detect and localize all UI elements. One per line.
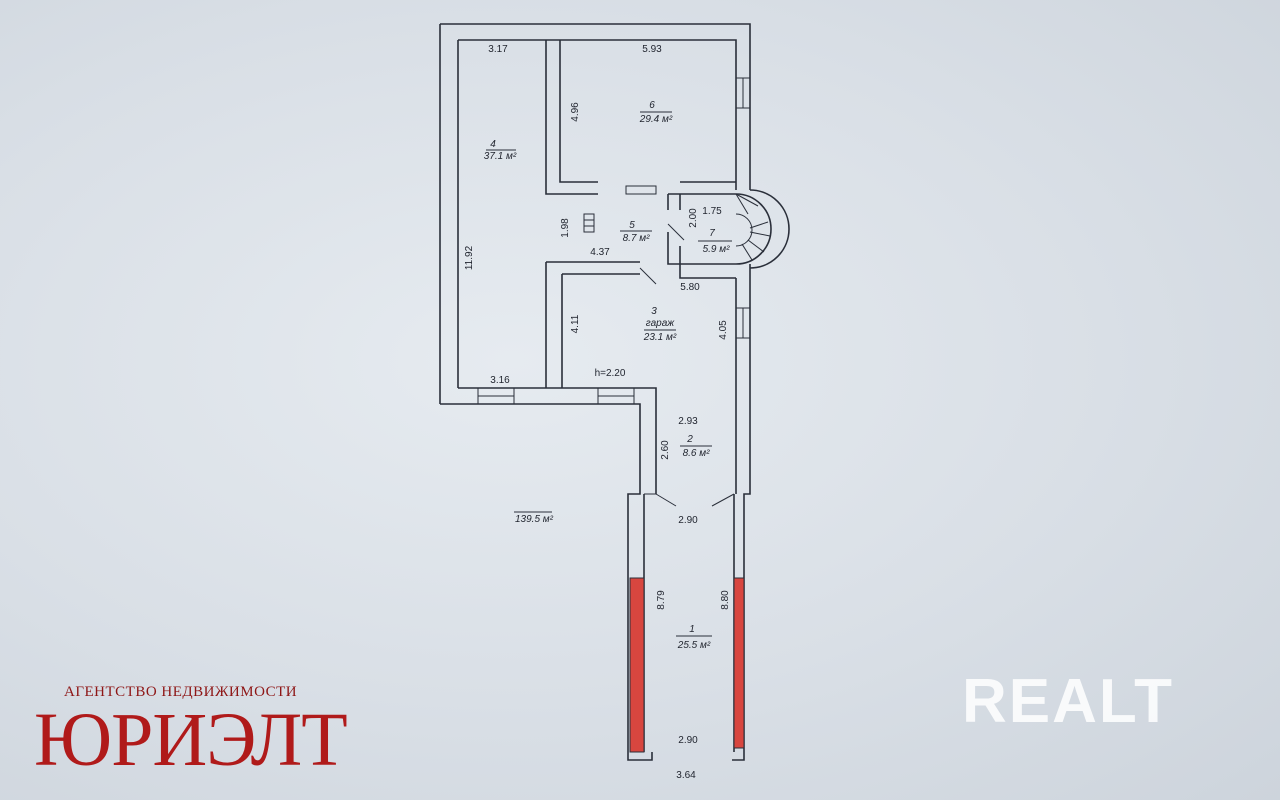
dim-4-05: 4.05	[718, 320, 729, 340]
dim-1-75: 1.75	[702, 206, 722, 217]
agency-subtitle: АГЕНТСТВО НЕДВИЖИМОСТИ	[64, 684, 298, 700]
dim-4-96: 4.96	[570, 102, 581, 122]
room-4-area: 37.1 м²	[484, 151, 517, 162]
room-2-number: 2	[686, 434, 693, 445]
stair-tower	[735, 189, 790, 269]
dimension-labels: 3.17 5.93 4.96 11.92 1.98 4.37 2.00 1.75…	[464, 44, 731, 781]
dim-2-90-top: 2.90	[678, 515, 698, 526]
dim-2-93: 2.93	[678, 416, 698, 427]
room-7-number: 7	[709, 228, 715, 239]
room-4-number: 4	[490, 139, 496, 150]
dim-5-80: 5.80	[680, 282, 700, 293]
realt-watermark: REALT	[962, 667, 1175, 736]
room-5-number: 5	[629, 220, 635, 231]
dim-2-60: 2.60	[660, 440, 671, 460]
dim-8-79: 8.79	[656, 590, 667, 610]
room-6-number: 6	[649, 100, 655, 111]
dim-11-92: 11.92	[464, 245, 475, 270]
room-2-area: 8.6 м²	[683, 448, 711, 459]
agency-logo-name: ЮРИЭЛТ	[34, 698, 348, 782]
interior-walls	[545, 40, 736, 507]
dim-1-98: 1.98	[560, 218, 571, 238]
room-1-area: 25.5 м²	[677, 640, 711, 651]
dim-3-16: 3.16	[490, 375, 510, 386]
room-1-number: 1	[689, 624, 695, 635]
room-7-area: 5.9 м²	[703, 244, 731, 255]
dim-2-00: 2.00	[688, 208, 699, 228]
dim-5-93: 5.93	[642, 44, 662, 55]
room-3-number: 3	[651, 306, 657, 317]
red-wall-right	[733, 577, 745, 749]
dim-4-11: 4.11	[570, 314, 581, 333]
windows	[477, 77, 751, 405]
room-6-area: 29.4 м²	[639, 114, 673, 125]
red-wall-left	[629, 577, 645, 753]
ceiling-height: h=2.20	[595, 368, 626, 379]
room-3-name: гараж	[646, 318, 676, 329]
dim-8-80: 8.80	[720, 590, 731, 610]
room-3-area: 23.1 м²	[643, 332, 677, 343]
dim-2-90-bottom: 2.90	[678, 735, 698, 746]
hall-stair-icon	[583, 213, 595, 233]
room-labels: 4 37.1 м² 6 29.4 м² 5 8.7 м² 7 5.9 м² 3 …	[484, 100, 732, 651]
dim-3-17: 3.17	[488, 44, 508, 55]
total-area: 139.5 м²	[515, 514, 554, 525]
room-5-area: 8.7 м²	[623, 233, 651, 244]
dim-4-37: 4.37	[590, 247, 610, 258]
dim-3-64: 3.64	[676, 770, 696, 781]
